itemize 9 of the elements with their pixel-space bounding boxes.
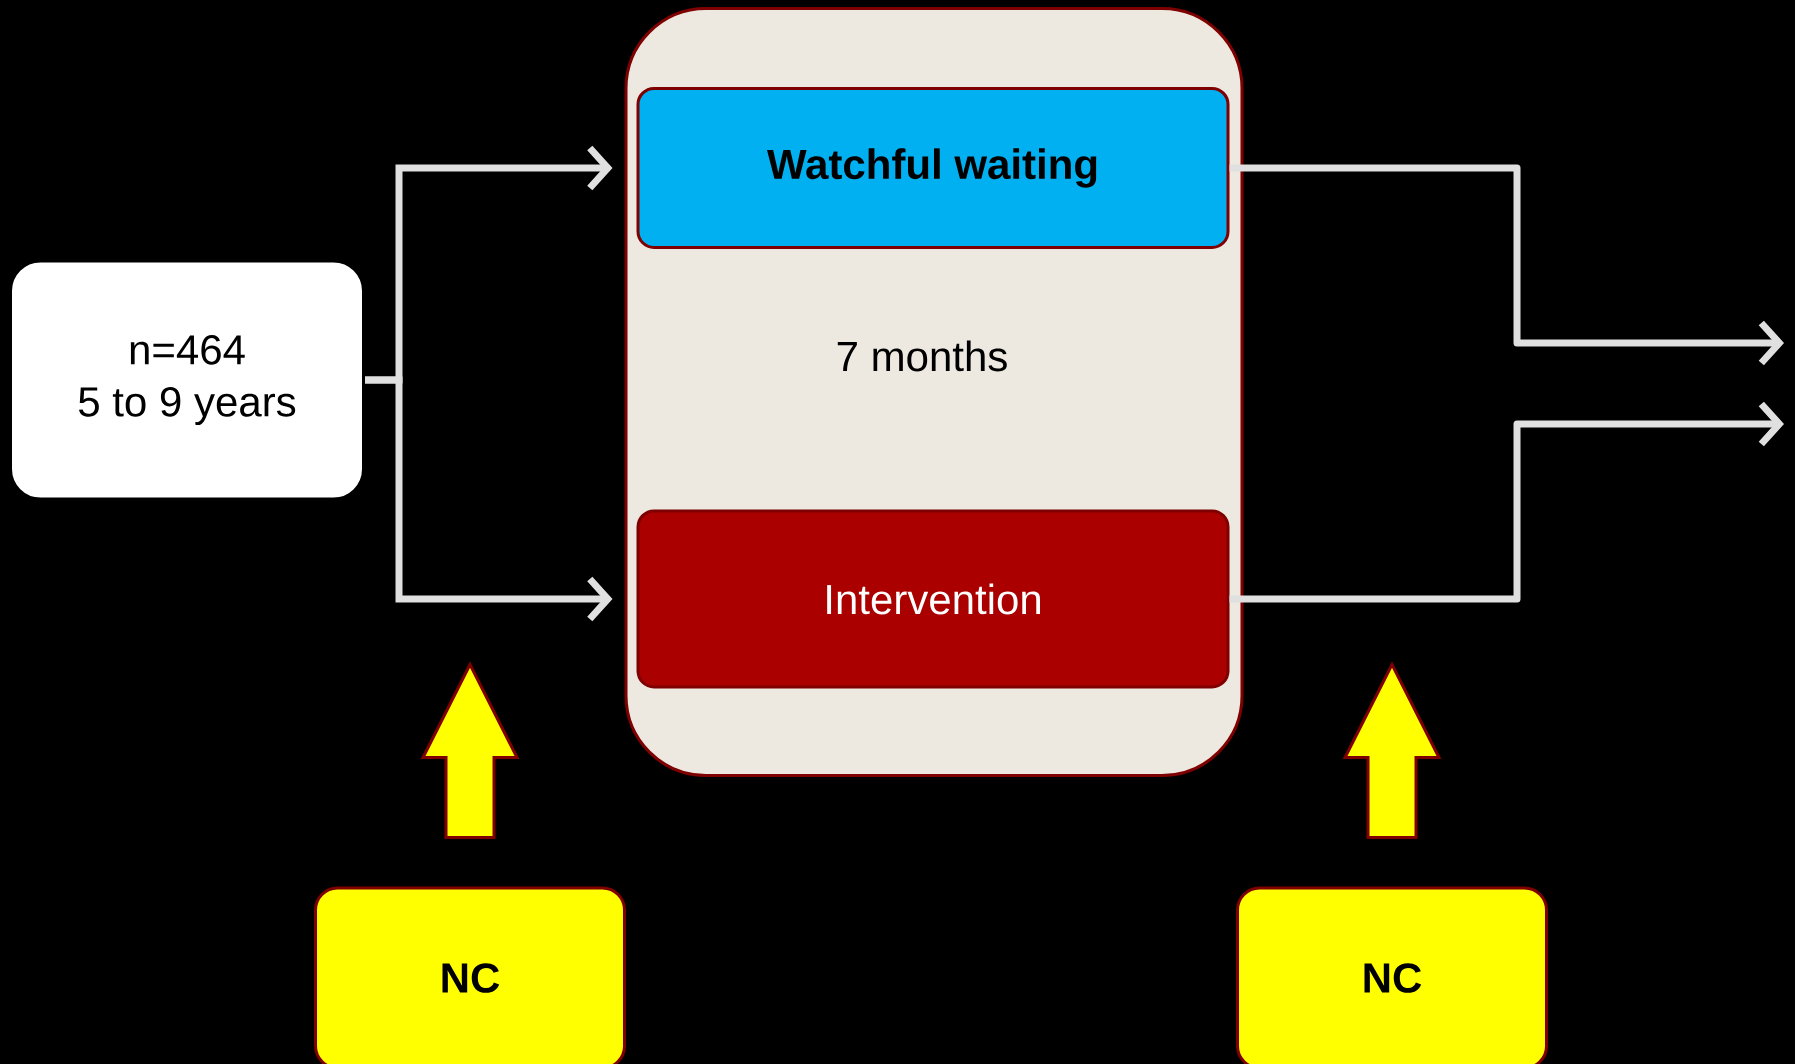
process-box: Watchful waiting [636, 87, 1230, 249]
note-box: NC [314, 886, 626, 1064]
arrow [1229, 401, 1784, 603]
arrow [1229, 164, 1784, 366]
process-box: Intervention [636, 509, 1230, 689]
block-arrow [420, 661, 520, 839]
block-arrow [1342, 661, 1442, 839]
start-box: n=464 5 to 9 years [9, 259, 365, 501]
note-box: NC [1236, 886, 1548, 1064]
